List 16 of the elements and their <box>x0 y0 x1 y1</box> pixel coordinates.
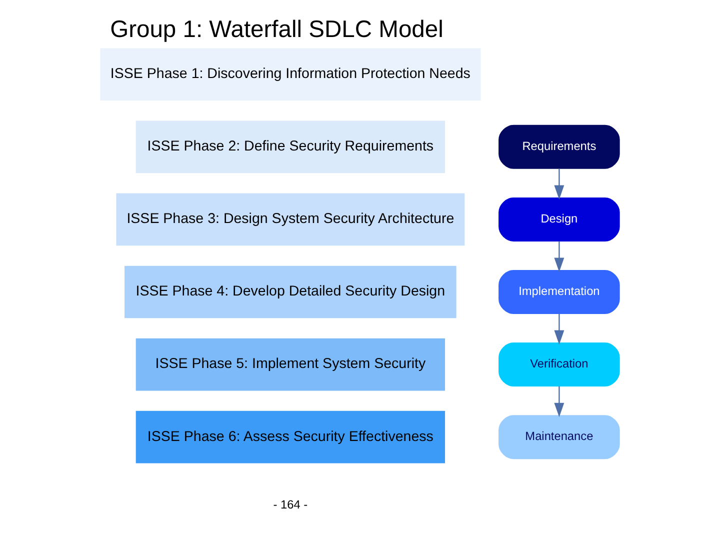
node-box: Verification <box>498 342 620 387</box>
node-box: ISSE Phase 6: Assess Security Effectiveness <box>136 410 446 464</box>
node-box: Implementation <box>498 270 620 314</box>
node-box: Design <box>498 197 620 242</box>
diagram-title: Group 1: Waterfall SDLC Model <box>110 16 444 43</box>
arrow <box>554 241 564 272</box>
node-box: ISSE Phase 5: Implement System Security <box>136 338 446 391</box>
arrow <box>554 386 564 418</box>
node-box: ISSE Phase 3: Design System Security Architecture <box>116 193 465 246</box>
arrow <box>554 168 564 200</box>
node-box: ISSE Phase 2: Define Security Requirements <box>136 120 446 174</box>
node-box: Requirements <box>498 124 620 169</box>
label: - 164 - <box>273 497 308 512</box>
arrow <box>554 314 564 345</box>
node-box: ISSE Phase 4: Develop Detailed Security Design <box>124 266 456 318</box>
node-box: Maintenance <box>498 415 620 460</box>
